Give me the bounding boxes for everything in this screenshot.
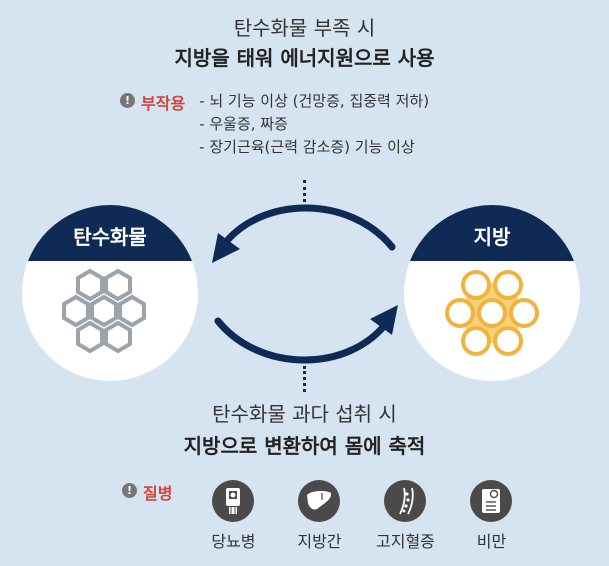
disease-label: 지방간 [297, 532, 342, 551]
bottom-heading-condition: 탄수화물 과다 섭취 시 [212, 402, 397, 426]
circle-cluster-icon [445, 270, 539, 356]
exclamation-icon: ! [122, 483, 137, 498]
disease-item: 지방간 [276, 480, 362, 552]
fat-label: 지방 [404, 205, 580, 261]
top-dotted-connector [303, 180, 306, 208]
hexagon-cluster-icon [62, 268, 146, 354]
side-effects-label: 부작용 [141, 94, 186, 113]
disease-label: 비만 [476, 532, 507, 551]
diseases-label: 질병 [143, 484, 173, 503]
carbohydrate-label: 탄수화물 [22, 205, 198, 261]
disease-item: 당뇨병 [190, 480, 276, 552]
disease-item: 비만 [448, 480, 534, 552]
cycle-arrows-icon [212, 204, 398, 364]
side-effects-block: ! 부작용 - 뇌 기능 이상 (건망증, 집중력 저하) - 우울증, 짜증 … [120, 90, 429, 159]
bottom-dotted-connector [303, 366, 306, 392]
top-heading-condition: 탄수화물 부족 시 [233, 16, 376, 40]
side-effect-item: - 우울증, 짜증 [199, 115, 288, 133]
disease-label: 당뇨병 [211, 532, 256, 551]
side-effect-item: - 장기근육(근력 감소증) 기능 이상 [199, 138, 415, 156]
bottom-heading-result: 지방으로 변환하여 몸에 축적 [183, 434, 426, 458]
side-effect-item: - 뇌 기능 이상 (건망증, 집중력 저하) [199, 92, 430, 110]
top-heading-result: 지방을 태워 에너지원으로 사용 [174, 46, 435, 70]
disease-label: 고지혈증 [376, 532, 435, 551]
diseases-block: ! 질병 당뇨병 지방간 [122, 480, 534, 552]
blood-vessel-icon [384, 480, 427, 522]
exclamation-icon: ! [120, 93, 135, 108]
scale-icon [470, 480, 513, 522]
side-effects-list: - 뇌 기능 이상 (건망증, 집중력 저하) - 우울증, 짜증 - 장기근육… [199, 90, 429, 159]
fat-node: 지방 [404, 205, 580, 381]
glucose-meter-icon [212, 480, 255, 522]
carbohydrate-node: 탄수화물 [22, 205, 198, 381]
liver-icon [298, 480, 341, 522]
disease-item: 고지혈증 [362, 480, 448, 552]
